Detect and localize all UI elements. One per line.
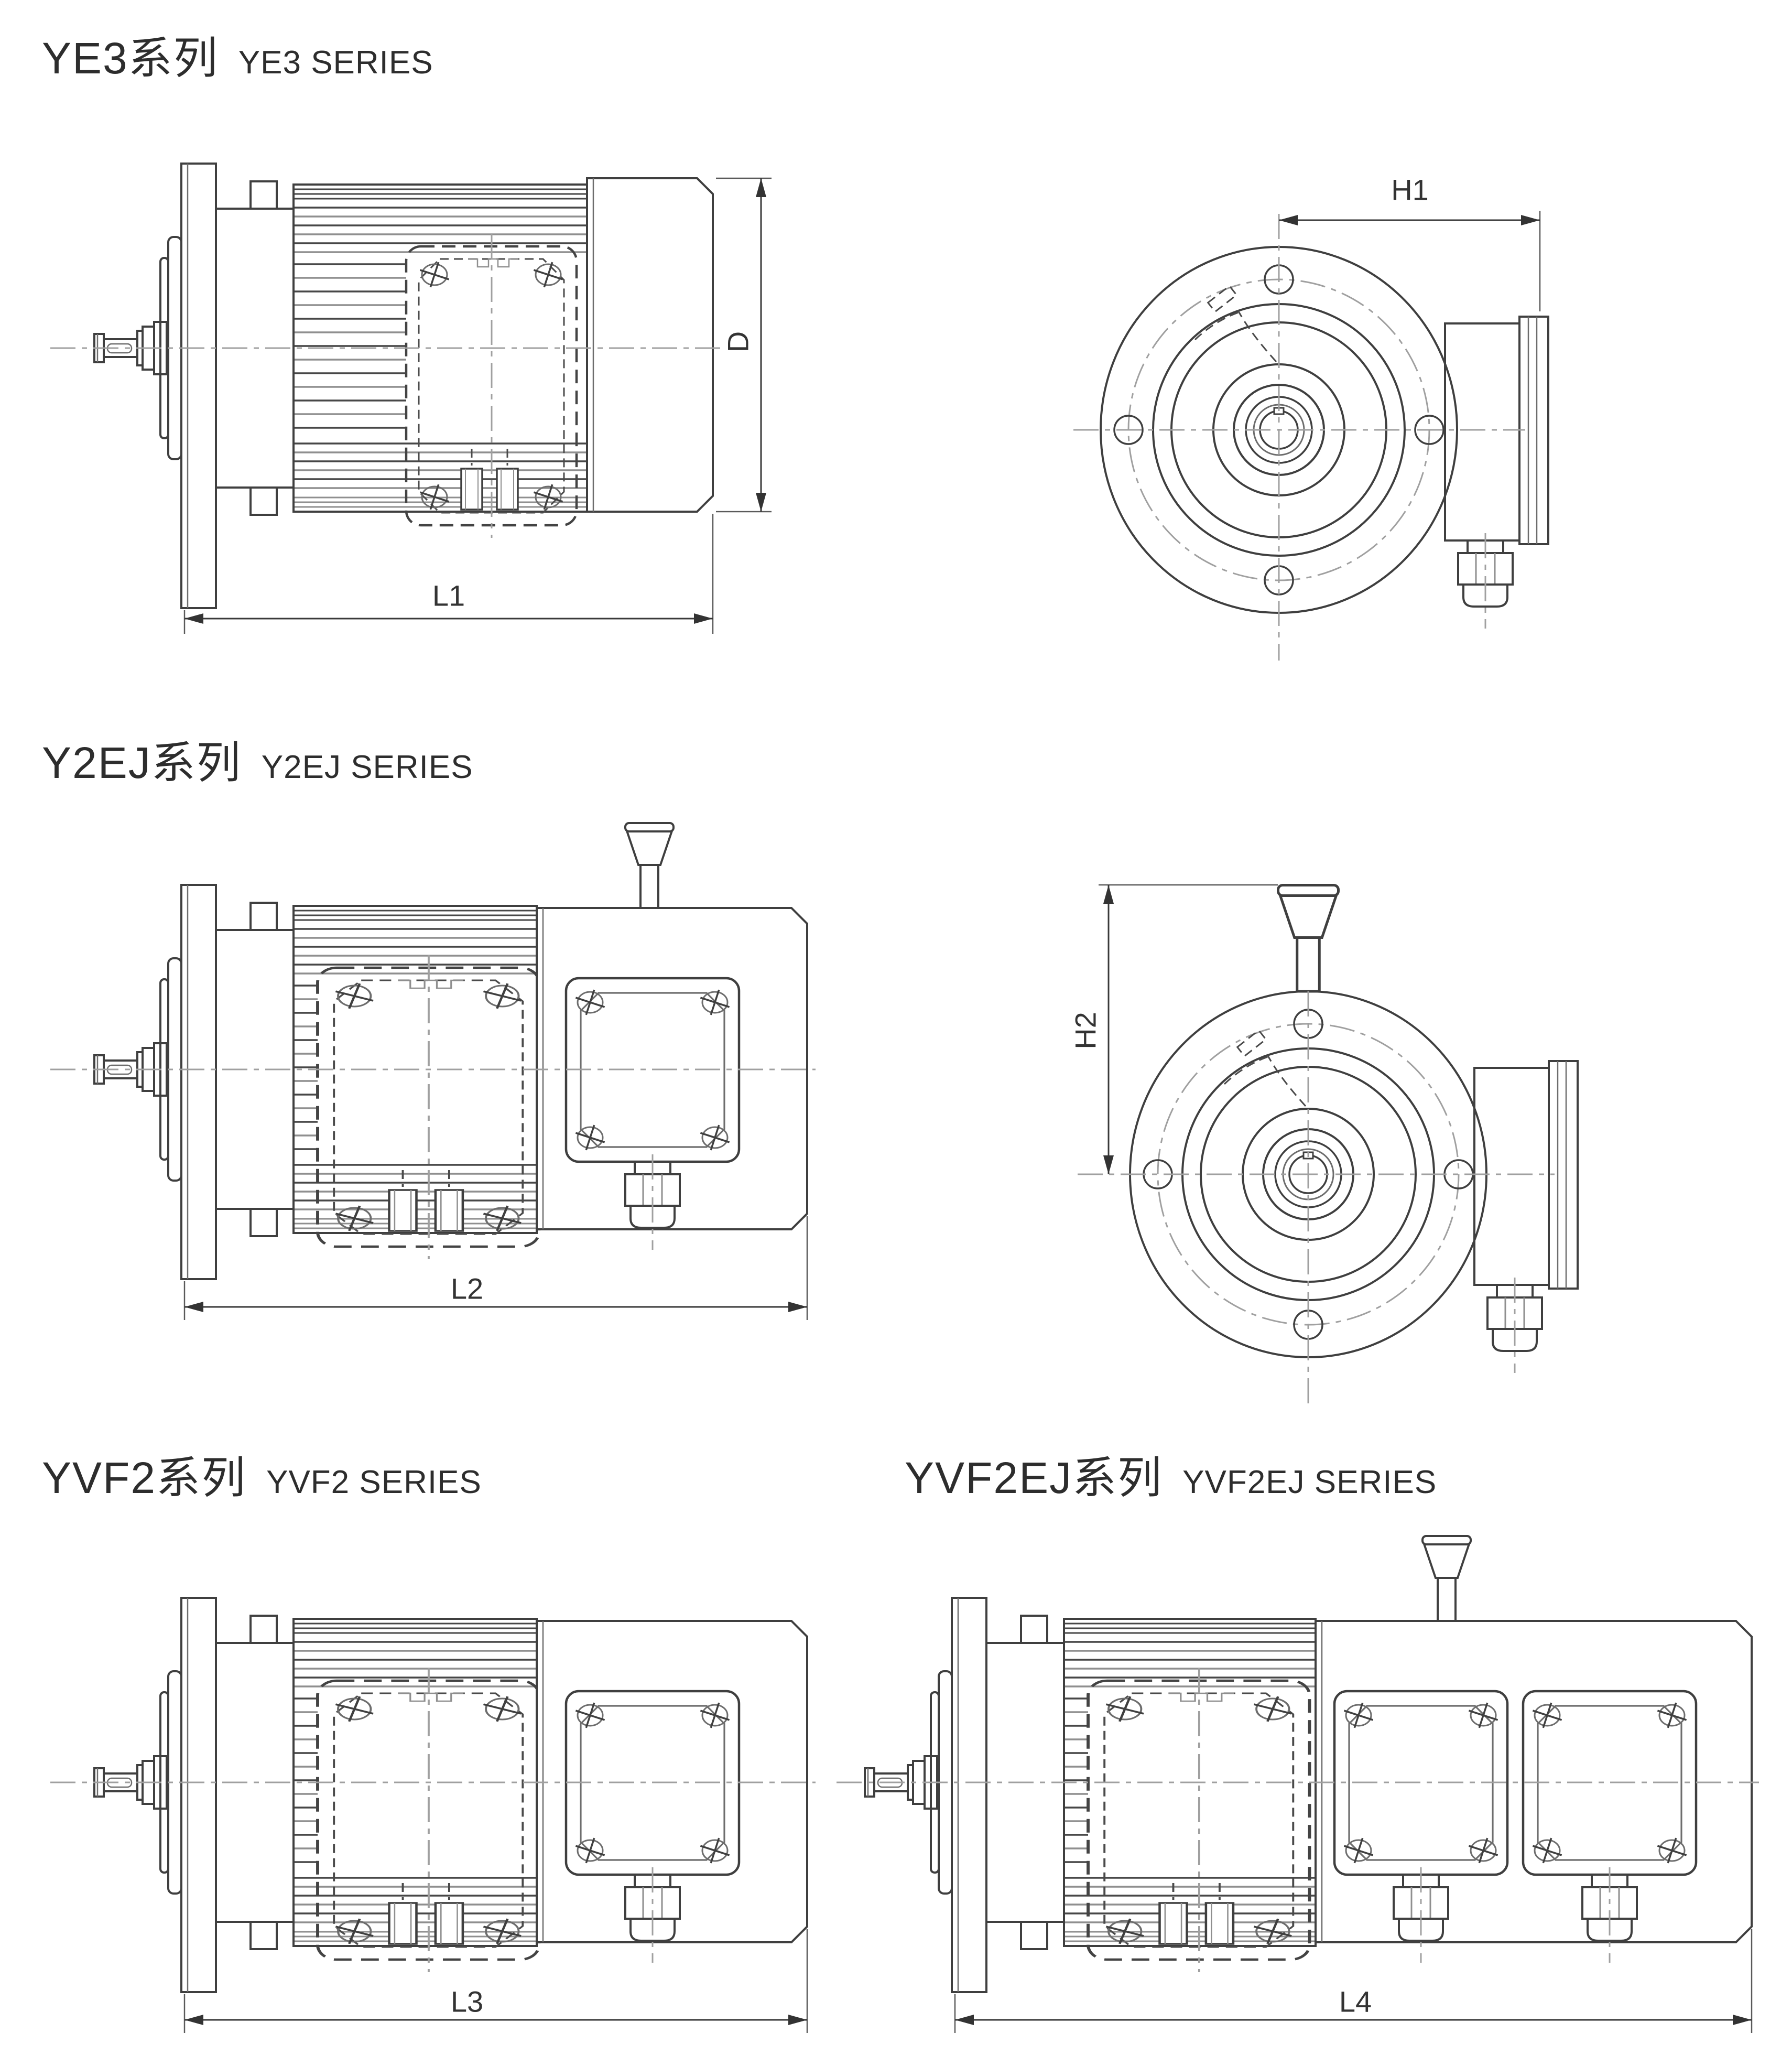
section-title-ye3: YE3系列 YE3 SERIES [42, 23, 433, 86]
terminal-box-side [1473, 1060, 1579, 1374]
y2ej-side-view-drawing [50, 822, 816, 1320]
title-en: YVF2EJ SERIES [1182, 1464, 1437, 1500]
dim-label-L4: L4 [1339, 1985, 1372, 2018]
dim-label-L2: L2 [450, 1272, 484, 1305]
dim-label-H2: H2 [1069, 1012, 1102, 1050]
dim-label-H1: H1 [1391, 173, 1429, 207]
dim-height-H2 [1099, 884, 1278, 1174]
brake-release-handle [1421, 1535, 1472, 1622]
title-en: Y2EJ SERIES [261, 749, 473, 785]
brake-release-handle [624, 822, 675, 909]
dim-height-H1 [1279, 211, 1541, 311]
yvf2ej-side-view-drawing [837, 1535, 1759, 2033]
title-cn: YVF2EJ系列 [905, 1453, 1163, 1502]
title-cn: YE3系列 [42, 34, 219, 83]
ye3-front-view-drawing [1073, 211, 1549, 661]
terminal-box-hidden [406, 234, 577, 538]
terminal-box-hidden [318, 1668, 539, 1972]
dim-length-L4 [954, 1929, 1753, 2033]
title-cn: Y2EJ系列 [42, 738, 242, 787]
dim-diameter-D [716, 177, 772, 513]
dim-length-L3 [183, 1929, 808, 2033]
rear-body [586, 177, 714, 513]
brake-release-handle [1278, 885, 1339, 992]
y2ej-front-view-drawing [1078, 854, 1579, 1405]
flange [180, 884, 217, 1280]
dim-length-L1 [183, 514, 714, 634]
flange [180, 163, 217, 609]
dim-label-L1: L1 [432, 579, 465, 612]
title-en: YE3 SERIES [238, 45, 433, 81]
terminal-box-side [1444, 316, 1549, 630]
dim-label-D: D [721, 331, 755, 353]
yvf2-side-view-drawing [50, 1597, 816, 2033]
ye3-side-view-drawing [50, 163, 772, 634]
dim-label-L3: L3 [450, 1985, 484, 2018]
terminal-box-hidden [1088, 1668, 1310, 1972]
flange [951, 1597, 987, 1993]
flange [180, 1597, 217, 1993]
title-en: YVF2 SERIES [266, 1464, 482, 1500]
terminal-box-hidden [318, 955, 539, 1259]
section-title-y2ej: Y2EJ系列 Y2EJ SERIES [42, 728, 473, 791]
section-title-yvf2: YVF2系列 YVF2 SERIES [42, 1443, 482, 1506]
section-title-yvf2ej: YVF2EJ系列 YVF2EJ SERIES [905, 1443, 1437, 1506]
dim-length-L2 [183, 1216, 808, 1320]
title-cn: YVF2系列 [42, 1453, 247, 1502]
